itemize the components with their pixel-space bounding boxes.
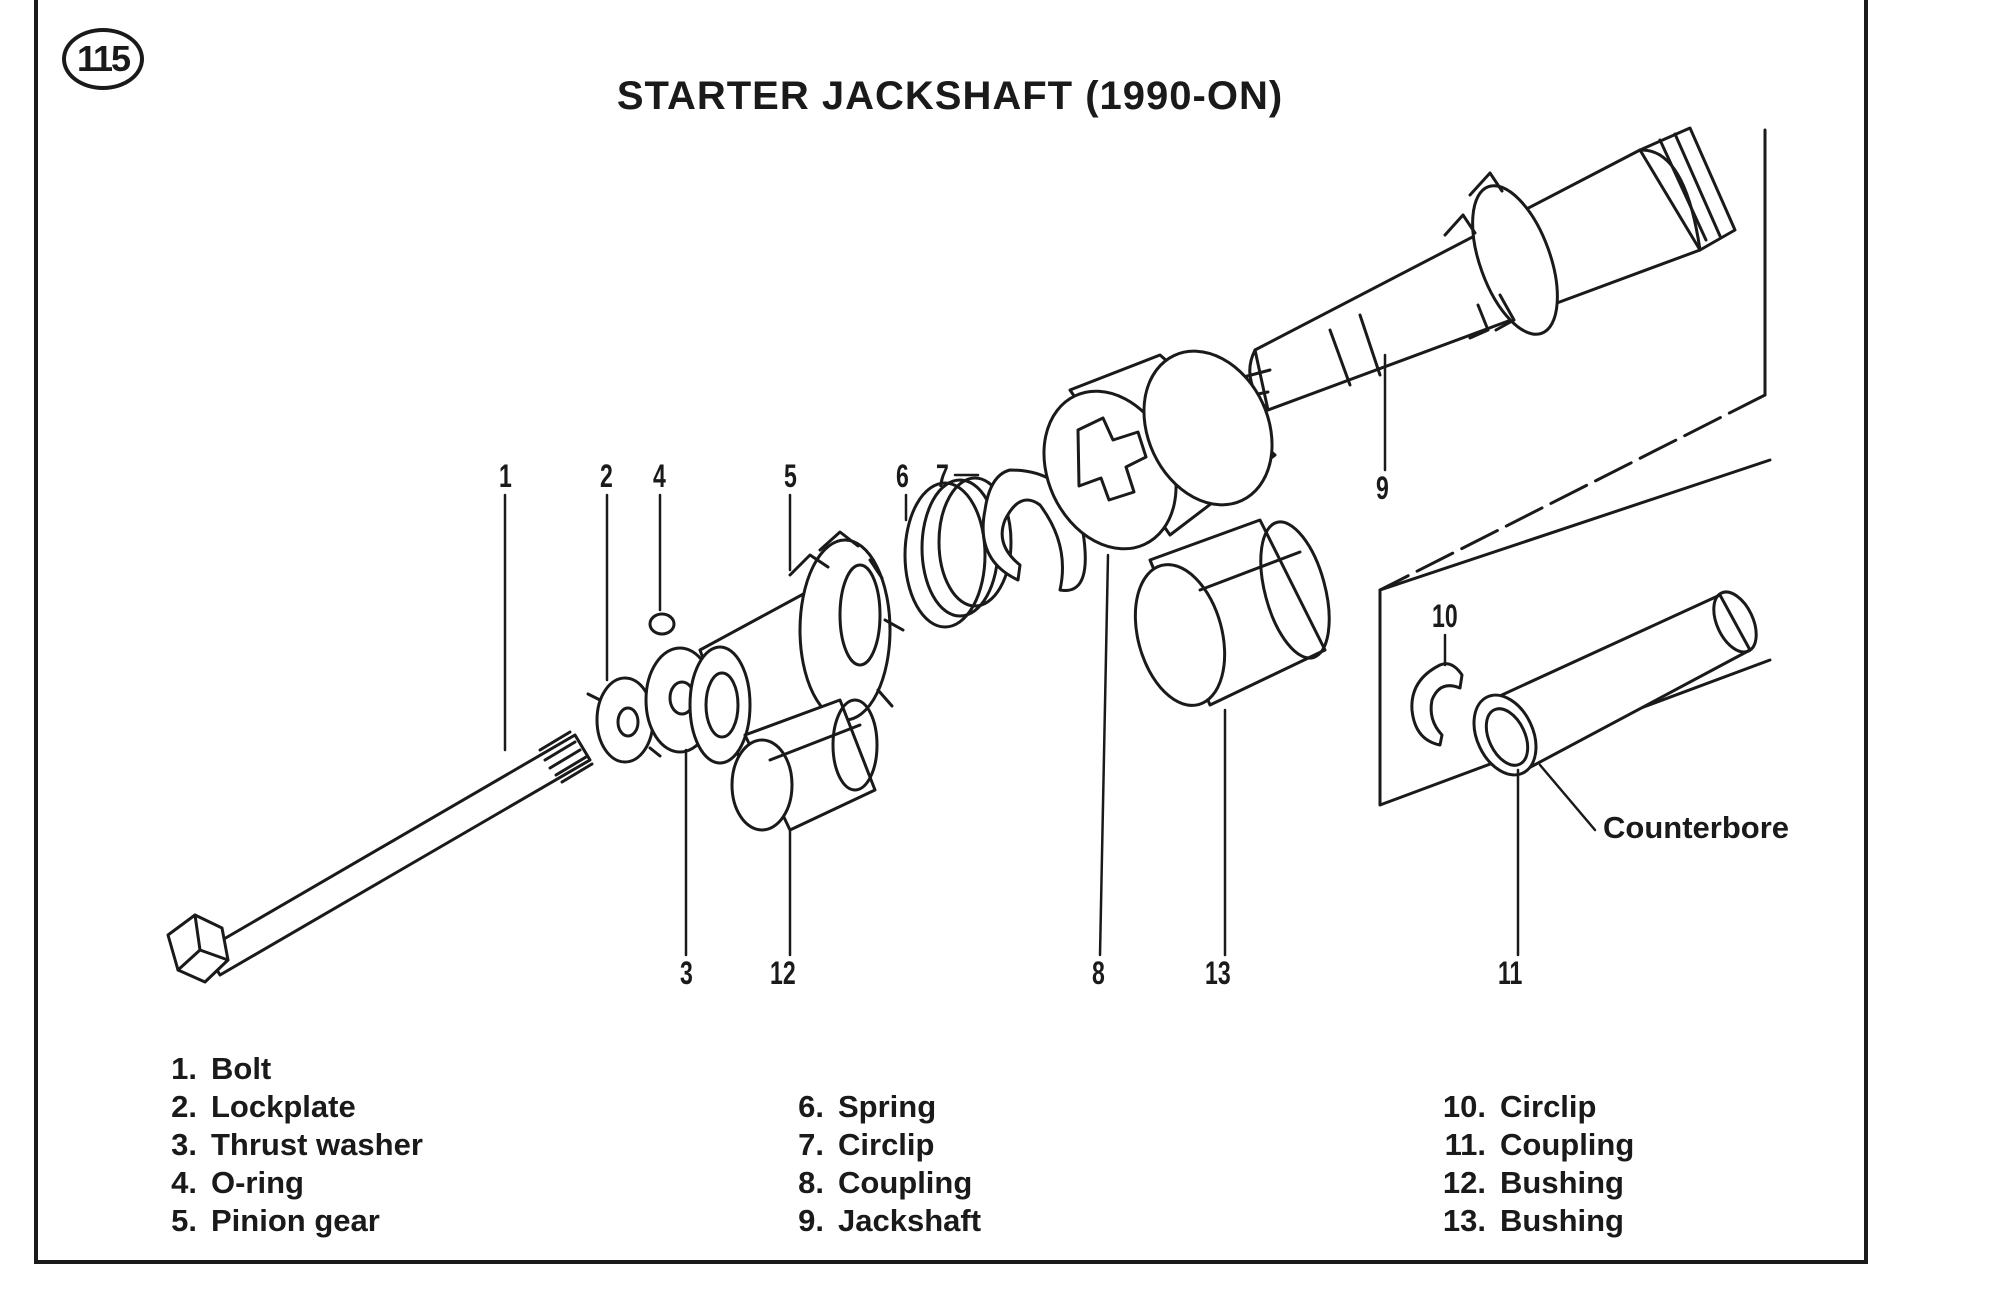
callout-7: 7 [936,458,949,494]
legend-item: 11.Coupling [1444,1127,1635,1162]
callout-11: 11 [1498,955,1523,991]
legend-item: 13.Bushing [1442,1203,1624,1238]
coupling-8-part [1042,349,1277,551]
figure-title: STARTER JACKSHAFT (1990-ON) [616,74,1284,118]
callout-5: 5 [784,458,797,494]
jackshaft-part [1236,126,1737,412]
legend-item: 3.Thrust washer [171,1127,423,1162]
callout-2: 2 [600,458,613,494]
legend-item: 6.Spring [798,1089,937,1124]
figure-number-badge: 115 [62,28,144,90]
inset-guide-dashed [1378,393,1767,592]
callout-4: 4 [653,458,666,494]
callout-8: 8 [1092,955,1105,991]
legend-item: 10.Circlip [1442,1089,1597,1124]
o-ring-part [648,612,676,636]
bushing-12-part [730,698,879,832]
coupling-11-part [1472,590,1758,777]
leader-lines [503,353,1597,957]
callout-10: 10 [1432,598,1458,634]
legend-item: 5.Pinion gear [171,1203,380,1238]
bolt-part [166,730,594,984]
callout-12: 12 [770,955,796,991]
legend-item: 2.Lockplate [171,1089,356,1124]
legend-item: 1.Bolt [171,1051,272,1086]
legend-column-2: 6.Spring 7.Circlip 8.Coupling 9.Jackshaf… [792,1088,981,1240]
legend-item: 9.Jackshaft [798,1203,982,1238]
legend-column-1: 1.Bolt 2.Lockplate 3.Thrust washer 4.O-r… [165,1050,423,1240]
lockplate-part [586,676,662,764]
callout-6: 6 [896,458,909,494]
callout-3: 3 [680,955,693,991]
callout-13: 13 [1205,955,1231,991]
legend-item: 7.Circlip [798,1127,935,1162]
counterbore-label: Counterbore [1603,810,1789,845]
callout-9: 9 [1376,470,1389,506]
circlip-10-part [1410,662,1464,747]
legend-item: 12.Bushing [1442,1165,1624,1200]
legend-item: 8.Coupling [798,1165,973,1200]
legend-column-3: 10.Circlip 11.Coupling 12.Bushing 13.Bus… [1438,1088,1634,1240]
legend-item: 4.O-ring [171,1165,304,1200]
spring-part [903,476,1013,629]
bushing-13-part [1133,518,1331,707]
figure-frame [34,0,1868,1264]
callout-1: 1 [499,458,512,494]
